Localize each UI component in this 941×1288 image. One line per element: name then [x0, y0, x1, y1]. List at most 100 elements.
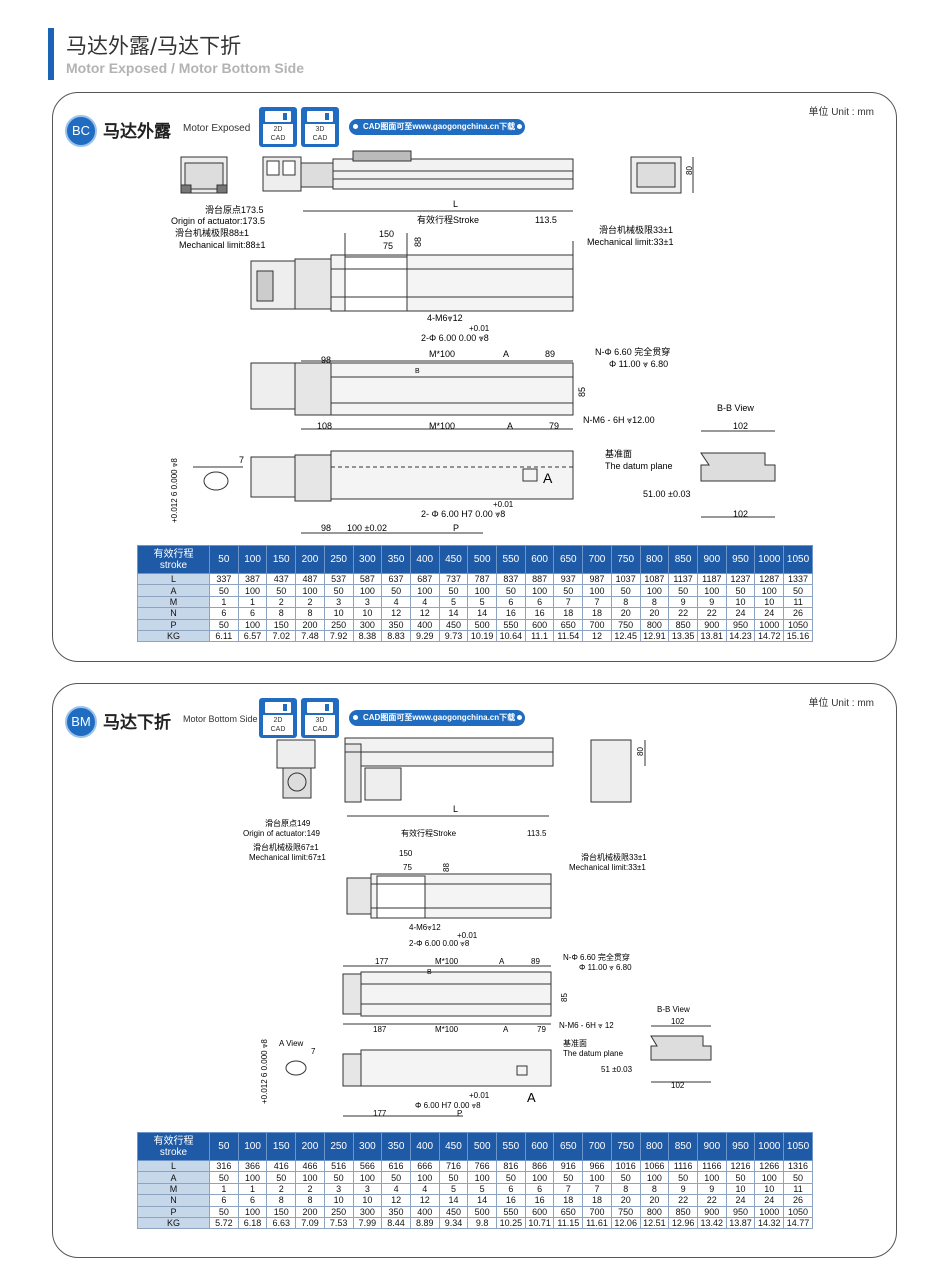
table-cell: 9.29 — [409, 629, 440, 643]
dim-7: 7 — [311, 1047, 316, 1056]
table-cell: 100 — [754, 1171, 785, 1184]
table-cell: 20 — [639, 607, 670, 620]
table-cell: 4 — [381, 595, 411, 609]
table-cell: 8 — [610, 1182, 641, 1196]
dim-89: 89 — [545, 349, 555, 359]
stroke-col-header: 400 — [409, 1132, 440, 1161]
table-cell: 100 — [524, 1171, 555, 1184]
bore-note-2: Φ 6.00 H7 0.00 ⩔8 — [415, 1101, 481, 1110]
table-cell: 550 — [496, 618, 526, 631]
bc-drawing: 80 L 滑台原点173.5 Origin of actuator:173.5 … — [170, 150, 776, 534]
table-cell: 22 — [668, 1194, 698, 1207]
table-cell: 18 — [582, 607, 612, 620]
page-title: 马达外露/马达下折 — [66, 34, 242, 58]
table-cell: 6 — [209, 1194, 239, 1207]
table-cell: 14.77 — [783, 1216, 813, 1230]
table-cell: 950 — [725, 1205, 756, 1218]
table-cell: 10.19 — [467, 629, 498, 643]
dim-80: 80 — [685, 166, 694, 175]
table-cell: 1287 — [754, 572, 785, 586]
table-cell: 687 — [409, 572, 440, 586]
table-cell: 7.09 — [295, 1216, 325, 1230]
table-cell: 7.92 — [323, 629, 354, 643]
dim-102: 102 — [733, 421, 748, 431]
counterbore-note: Φ 11.00 ⩔ 6.80 — [609, 359, 668, 369]
table-cell: 100 — [352, 1171, 383, 1184]
table-cell: 50 — [610, 1171, 641, 1184]
row-label: A — [137, 1171, 210, 1184]
table-cell: 22 — [696, 607, 727, 620]
table-cell: 8.89 — [409, 1216, 440, 1230]
table-cell: 2 — [266, 1182, 297, 1196]
table-cell: 6.18 — [237, 1216, 268, 1230]
table-cell: 10.64 — [496, 629, 526, 643]
table-cell: 20 — [610, 607, 641, 620]
tol-plus: +0.01 — [469, 324, 490, 333]
table-cell: 200 — [295, 618, 325, 631]
table-cell: 1050 — [783, 618, 813, 631]
table-cell: 6.11 — [209, 629, 239, 643]
stroke-col-header: 50 — [209, 545, 239, 574]
table-cell: 24 — [725, 1194, 756, 1207]
table-cell: 50 — [209, 1205, 239, 1218]
cad-download-link[interactable]: CAD图面可至www.gaogongchina.cn下载 — [349, 710, 526, 726]
table-cell: 14.72 — [754, 629, 785, 643]
table-cell: 587 — [352, 572, 383, 586]
table-cell: 2 — [295, 595, 325, 609]
table-cell: 3 — [352, 1182, 383, 1196]
table-cell: 5.72 — [209, 1216, 239, 1230]
stroke-col-header: 800 — [639, 545, 670, 574]
table-cell: 400 — [409, 618, 440, 631]
tol-vertical: +0.012 6 0.000 ⩔8 — [170, 458, 179, 523]
table-cell: 50 — [496, 584, 526, 597]
table-cell: 50 — [323, 1171, 354, 1184]
table-cell: 50 — [209, 1171, 239, 1184]
table-cell: 9.34 — [438, 1216, 469, 1230]
table-cell: 1066 — [639, 1159, 670, 1173]
section-title: 马达外露 — [103, 122, 171, 142]
origin-en: Origin of actuator:173.5 — [171, 216, 265, 226]
stroke-col-header: 550 — [496, 545, 526, 574]
tol-plus-2: +0.01 — [493, 500, 514, 509]
table-cell: 737 — [438, 572, 469, 586]
dim-A: A — [503, 349, 509, 359]
table-cell: 600 — [524, 618, 555, 631]
section-badge: BM — [65, 706, 97, 738]
stroke-col-header: 1050 — [783, 1132, 813, 1161]
dim-98-lower: 98 — [321, 523, 331, 533]
table-cell: 316 — [209, 1159, 239, 1173]
stroke-col-header: 100 — [237, 1132, 268, 1161]
stroke-col-header: 750 — [610, 1132, 641, 1161]
table-cell: 100 — [467, 1171, 498, 1184]
table-cell: 8 — [266, 1194, 297, 1207]
table-cell: 1187 — [696, 572, 727, 586]
table-cell: 100 — [409, 584, 440, 597]
table-cell: 16 — [496, 1194, 526, 1207]
datum-zh: 基准面 — [563, 1038, 587, 1048]
table-cell: 50 — [266, 1171, 297, 1184]
table-cell: 1266 — [754, 1159, 785, 1173]
section-title-en: Motor Bottom Side — [183, 714, 258, 724]
unit-label: 单位 Unit : mm — [808, 107, 874, 118]
stroke-col-header: 450 — [438, 1132, 469, 1161]
section-badge: BC — [65, 115, 97, 147]
table-cell: 900 — [696, 618, 727, 631]
stroke-col-header: 900 — [696, 1132, 727, 1161]
table-cell: 22 — [696, 1194, 727, 1207]
table-cell: 12.45 — [610, 629, 641, 643]
table-cell: 8 — [266, 607, 297, 620]
view-A-mark: A — [527, 1090, 536, 1105]
table-cell: 100 — [295, 1171, 325, 1184]
section-title-en: Motor Exposed — [183, 123, 251, 134]
cad-download-link[interactable]: CAD图面可至www.gaogongchina.cn下载 — [349, 119, 526, 135]
